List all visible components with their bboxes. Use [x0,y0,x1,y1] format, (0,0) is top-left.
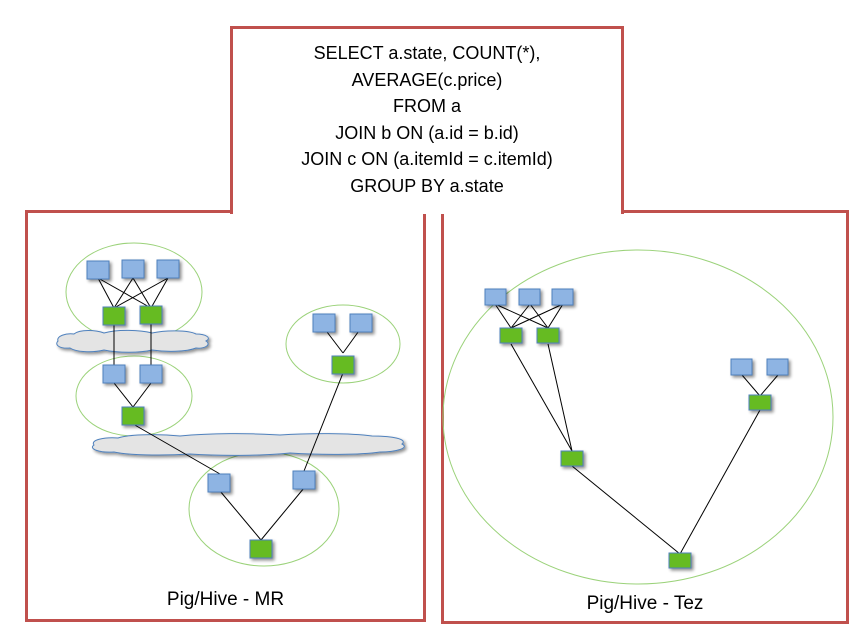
tez-input-node [730,358,753,376]
mr-task-node [331,355,355,375]
edge [510,343,573,452]
tez-job-ellipse [442,249,834,585]
edge [113,382,134,408]
edge [113,277,169,309]
edge [150,277,169,309]
edge [547,303,564,329]
edge [132,382,152,408]
sql-line: AVERAGE(c.price) [351,69,503,90]
sql-line: JOIN c ON (a.itemId = c.itemId) [301,149,553,169]
tez-edges [494,303,779,555]
mr-job-3-ellipse [285,304,401,384]
edge [679,409,761,555]
sql-line: FROM a [392,96,461,116]
tez-caption: Pig/Hive - Tez [586,593,704,614]
mr-input-node [292,470,316,490]
tez-task-node [668,552,692,569]
mr-input-node [121,259,145,279]
edge [97,277,152,309]
tez-input-node [766,358,789,376]
edge [303,372,344,472]
mr-input-node [139,364,163,384]
mr-task-node [102,306,126,326]
edge [97,277,115,309]
sql-query-box: SELECT a.state, COUNT(*), AVERAGE(c.pric… [230,26,624,214]
edge [132,423,221,475]
edge [494,303,512,329]
edge [510,303,531,329]
tez-input-node [484,288,507,306]
sql-line: SELECT a.state, COUNT(*), [313,43,541,63]
mr-input-node [312,313,336,333]
tez-task-node [748,394,772,411]
edge [219,490,262,541]
edge [494,303,549,329]
mr-task-node [121,406,145,426]
mr-task-node [139,305,163,325]
edge [113,277,134,309]
mr-input-node [156,259,180,279]
mr-input-node [207,473,231,493]
mr-input-node [86,260,110,280]
tez-input-node [551,288,574,306]
mr-input-node [349,313,373,333]
mr-caption: Pig/Hive - MR [166,589,285,610]
edge [571,465,681,555]
hdfs-cloud-icon [56,329,209,353]
mr-panel: Pig/Hive - MR [25,210,426,622]
edge [510,303,564,329]
edge [529,303,549,329]
hdfs-cloud-icon [92,433,405,456]
mr-input-node [102,364,126,384]
tez-task-node [536,327,560,344]
tez-panel: Pig/Hive - Tez [441,210,849,624]
edge [547,343,573,452]
sql-line: GROUP BY a.state [350,175,504,196]
sql-line: JOIN b ON (a.id = b.id) [335,122,519,143]
tez-input-node [518,288,541,306]
edge [759,374,779,397]
mr-task-node [249,539,273,559]
edge [741,374,761,397]
tez-task-node [499,327,523,344]
edge [260,487,305,541]
tez-task-node [560,450,584,467]
